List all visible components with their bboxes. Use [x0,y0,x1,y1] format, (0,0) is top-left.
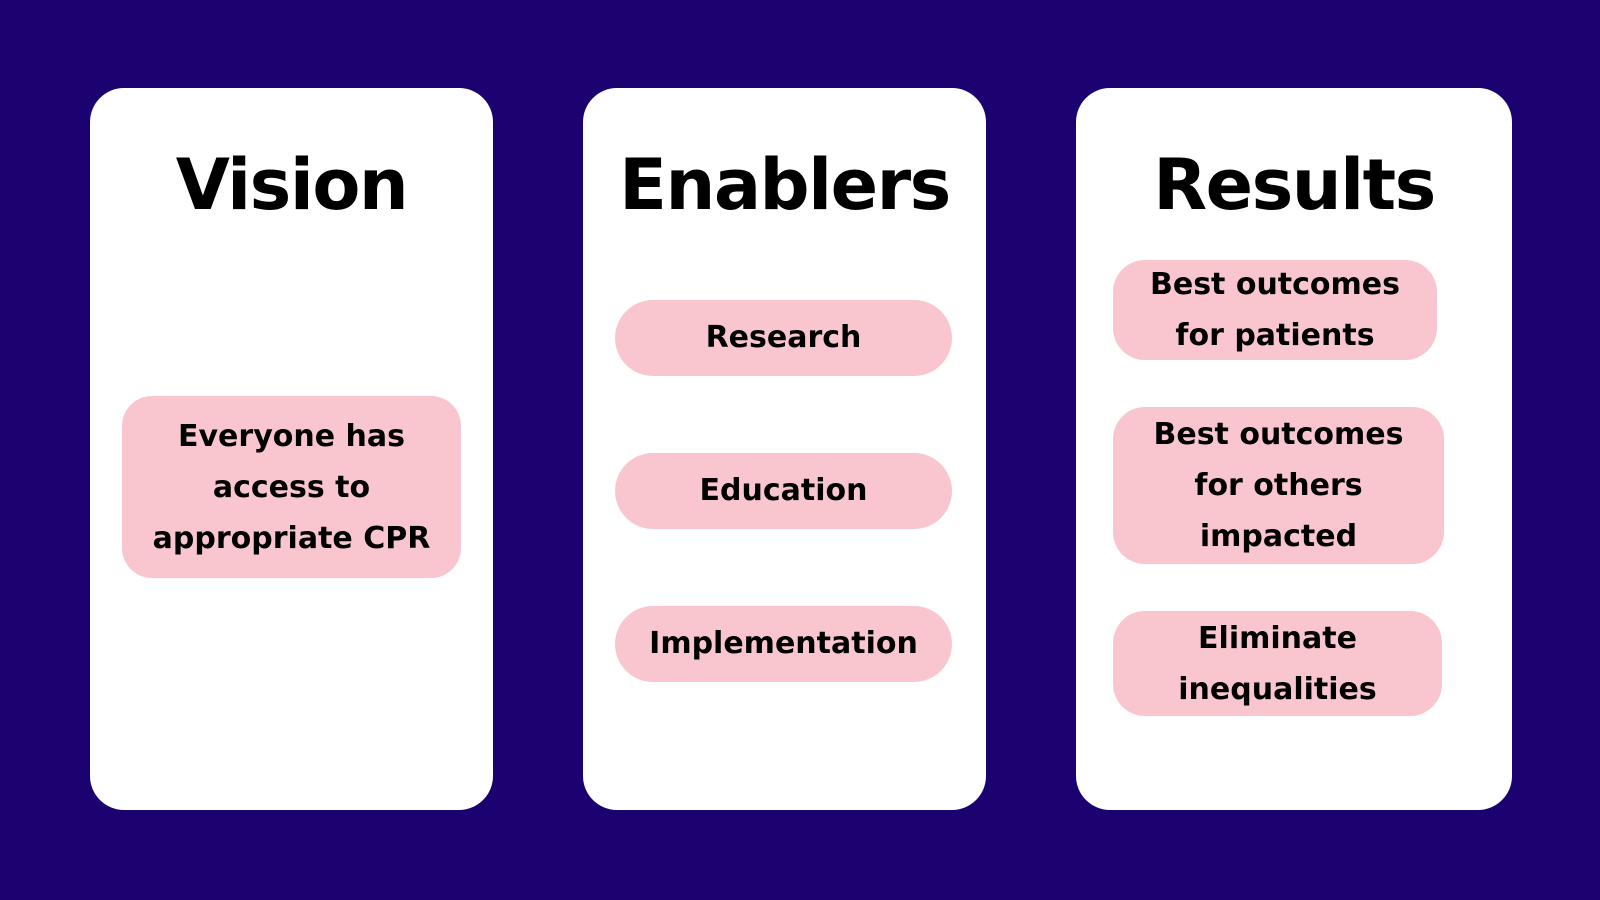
column-title-results: Results [1153,144,1436,226]
enabler-item-research-label: Research [705,319,862,355]
result-item-1-label: Best outcomes for others impacted [1153,417,1404,554]
result-item-0: Best outcomes for patients [1113,260,1437,360]
enabler-item-education: Education [615,453,952,529]
vision-item-0: Everyone has access to appropriate CPR [122,396,461,578]
result-item-1: Best outcomes for others impacted [1113,407,1444,564]
enabler-item-implementation-label: Implementation [649,625,918,661]
result-item-0-label: Best outcomes for patients [1149,267,1401,353]
enabler-item-implementation: Implementation [615,606,952,682]
result-item-2-label: Eliminate inequalities [1178,620,1377,707]
column-title-enablers: Enablers [619,144,951,226]
enabler-item-education-label: Education [699,472,868,508]
enabler-item-research: Research [615,300,952,376]
result-item-2: Eliminate inequalities [1113,611,1442,716]
column-card-enablers: Enablers [583,88,986,810]
column-title-vision: Vision [175,144,409,226]
vision-item-0-label: Everyone has access to appropriate CPR [152,418,431,556]
